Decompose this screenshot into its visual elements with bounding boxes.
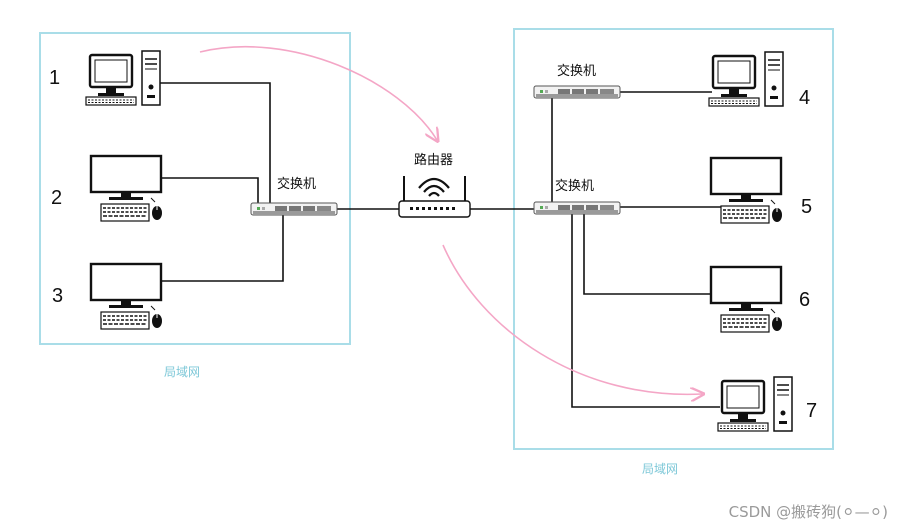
watermark: CSDN @搬砖狗(⚪︎—⚪︎) <box>729 503 888 521</box>
flow-arrow-to-host-7 <box>442 244 702 394</box>
right-lan-cables <box>551 91 724 408</box>
switch-icon-right-mid <box>533 201 621 215</box>
pc-icon-host-2 <box>89 154 164 223</box>
host-label-7: 7 <box>806 400 817 422</box>
pc-icon-host-7 <box>716 375 794 433</box>
switch-label-left: 交换机 <box>277 176 316 192</box>
pc-icon-host-1 <box>84 49 162 107</box>
pc-icon-host-4 <box>707 50 785 108</box>
switch-icon-left <box>250 202 338 216</box>
host-label-5: 5 <box>801 196 812 218</box>
pc-icon-host-3 <box>89 262 164 331</box>
lan-left-box <box>39 32 351 345</box>
host-label-3: 3 <box>52 285 63 307</box>
left-lan-cables <box>160 82 536 282</box>
router-label: 路由器 <box>414 152 453 168</box>
host-label-4: 4 <box>799 87 810 109</box>
switch-label-right-mid: 交换机 <box>555 178 594 194</box>
lan-right-box <box>513 28 834 450</box>
lan-label-right: 局域网 <box>642 462 678 476</box>
flow-arrow-to-router <box>199 45 437 140</box>
host-label-1: 1 <box>49 67 60 89</box>
host-label-6: 6 <box>799 289 810 311</box>
host-label-2: 2 <box>51 187 62 209</box>
pc-icon-host-6 <box>709 265 784 334</box>
switch-label-right-top: 交换机 <box>557 63 596 79</box>
switch-icon-right-top <box>533 85 621 99</box>
lan-label-left: 局域网 <box>164 365 200 379</box>
router-icon <box>398 176 471 218</box>
pc-icon-host-5 <box>709 156 784 225</box>
